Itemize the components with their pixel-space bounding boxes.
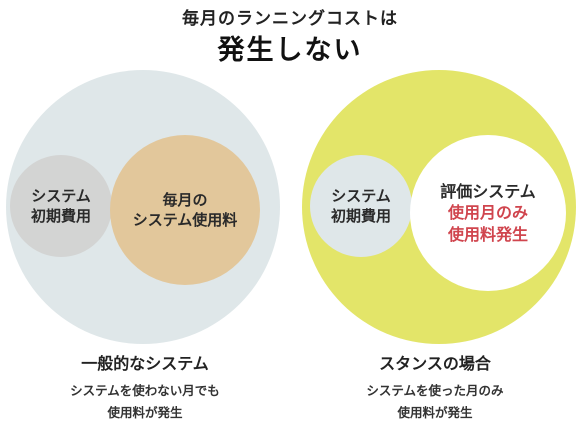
heading-line-2: 発生しない	[217, 35, 363, 66]
right-initial-cost-line-2: 初期費用	[330, 207, 391, 225]
left-initial-cost-line-2: 初期費用	[30, 207, 91, 225]
left-caption: 一般的なシステム システムを使わない月でも 使用料が発生	[0, 350, 290, 424]
left-caption-line-2: 使用料が発生	[107, 404, 183, 420]
left-caption-title: 一般的なシステム	[81, 354, 209, 373]
right-initial-cost-label: システム 初期費用	[310, 155, 412, 257]
left-monthly-fee-circle	[110, 135, 260, 285]
right-evaluation-line-3: 使用料発生	[447, 224, 528, 244]
right-caption: スタンスの場合 システムを使った月のみ 使用料が発生	[290, 350, 580, 424]
right-caption-title: スタンスの場合	[379, 354, 491, 373]
right-caption-line-2: 使用料が発生	[397, 404, 473, 420]
right-evaluation-line-1: 評価システム	[440, 181, 536, 201]
left-caption-line-1: システムを使わない月でも	[70, 383, 220, 398]
right-initial-cost-line-1: システム	[331, 186, 391, 205]
left-monthly-fee-line-2: システム使用料	[132, 211, 238, 229]
left-initial-cost-line-1: システム	[31, 186, 91, 205]
right-caption-line-1: システムを使った月のみ	[366, 383, 504, 398]
right-initial-cost-circle	[310, 155, 412, 257]
left-monthly-fee-label: 毎月の システム使用料	[110, 135, 260, 285]
right-evaluation-label: 評価システム 使用月のみ 使用料発生	[410, 135, 566, 291]
right-evaluation-circle	[410, 135, 566, 291]
left-initial-cost-label: システム 初期費用	[10, 155, 112, 257]
left-monthly-fee-line-1: 毎月の	[162, 190, 208, 209]
left-initial-cost-circle	[10, 155, 112, 257]
heading-line-1: 毎月のランニングコストは	[182, 9, 398, 29]
right-evaluation-line-2: 使用月のみ	[447, 203, 528, 223]
